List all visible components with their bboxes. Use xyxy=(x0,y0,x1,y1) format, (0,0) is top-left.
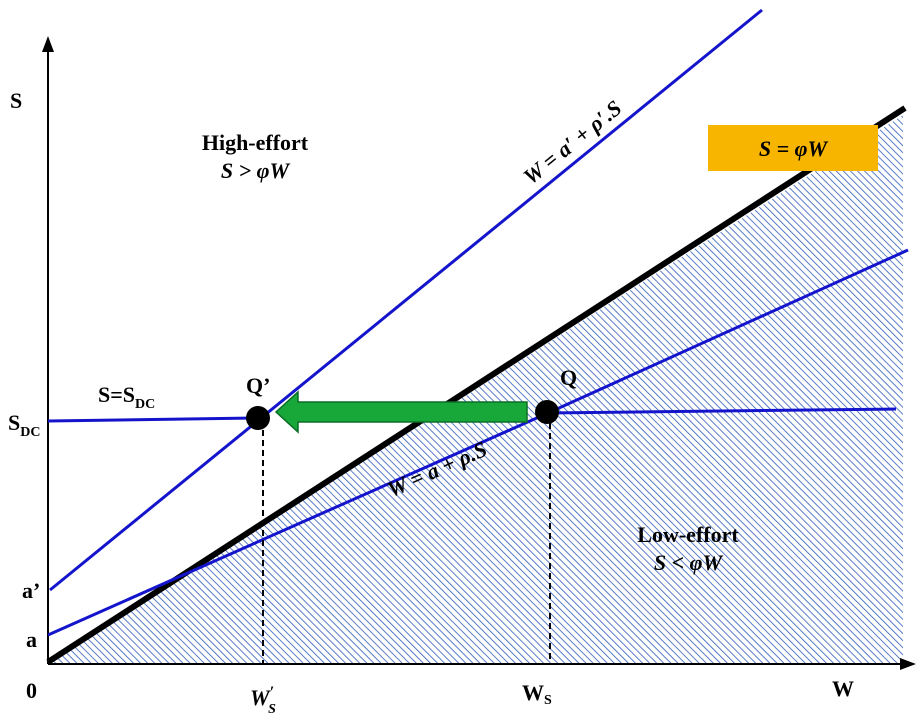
shift-arrow xyxy=(274,390,528,434)
y-tick-a: a xyxy=(26,627,37,652)
sdc-line xyxy=(47,416,259,423)
y-axis-arrowhead xyxy=(42,36,54,52)
legend-box xyxy=(708,125,878,171)
x-tick-ws: WS xyxy=(522,680,552,708)
low-effort-condition: S < φW xyxy=(654,550,724,575)
sdc-line-right xyxy=(547,407,897,415)
x-axis-label: W xyxy=(832,676,854,701)
boundary-line xyxy=(46,105,907,665)
upper-line-label: W = a′ + ρ′.S xyxy=(518,95,626,189)
legend-box-text: S = φW xyxy=(759,136,829,161)
lower-wage-line xyxy=(47,411,549,637)
point-q-prime-label: Q’ xyxy=(246,373,270,398)
origin-label: 0 xyxy=(26,678,37,703)
y-axis-label: S xyxy=(10,88,22,113)
high-effort-title: High-effort xyxy=(202,130,309,155)
high-effort-condition: S > φW xyxy=(221,158,291,183)
x-tick-ws-prime: W′S xyxy=(250,684,276,717)
y-tick-sdc: SDC xyxy=(8,410,40,440)
point-q-prime xyxy=(246,406,270,430)
y-tick-a-prime: a’ xyxy=(22,578,40,603)
point-q-label: Q xyxy=(560,365,577,390)
sdc-line-label: S=SDC xyxy=(98,382,155,412)
point-q xyxy=(535,400,559,424)
x-axis-arrowhead xyxy=(900,658,916,670)
low-effort-title: Low-effort xyxy=(637,522,739,547)
upper-wage-line xyxy=(49,8,763,592)
lower-wage-line-upper-branch xyxy=(547,248,909,415)
